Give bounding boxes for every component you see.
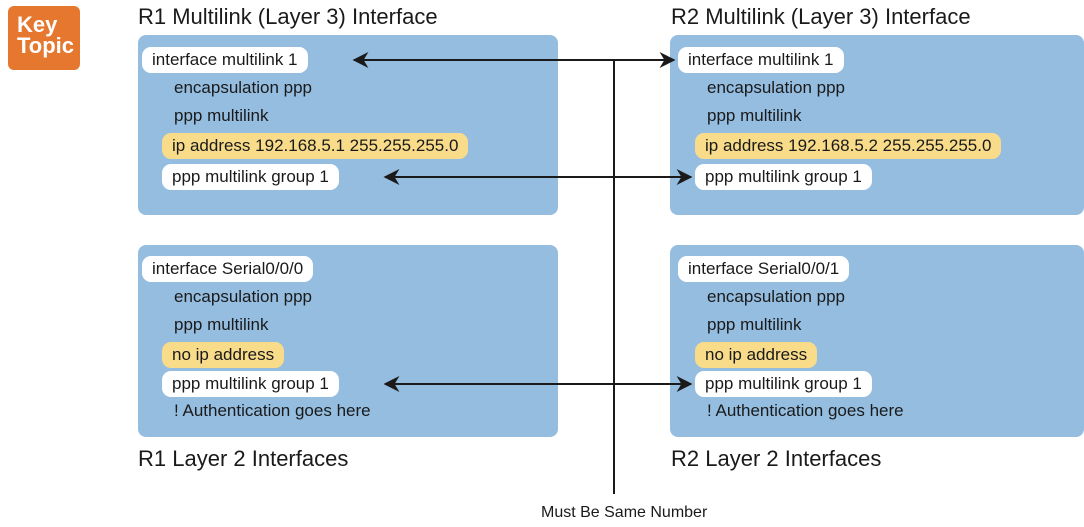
r2-multilink-title: R2 Multilink (Layer 3) Interface xyxy=(671,4,971,29)
badge-line-1: Key xyxy=(17,12,58,37)
r2-ser-encap: encapsulation ppp xyxy=(707,287,846,306)
r1-ser-group: ppp multilink group 1 xyxy=(162,371,339,397)
r2-ml-group: ppp multilink group 1 xyxy=(695,164,872,190)
r2-serial-title: R2 Layer 2 Interfaces xyxy=(671,446,882,471)
r1-ml-interface: interface multilink 1 xyxy=(142,47,308,73)
r1-serial-title: R1 Layer 2 Interfaces xyxy=(138,446,349,471)
r1-ser-interface: interface Serial0/0/0 xyxy=(142,256,314,282)
r1-ml-encap: encapsulation ppp xyxy=(174,78,313,97)
r1-ml-ip: ip address 192.168.5.1 255.255.255.0 xyxy=(162,133,469,159)
r1-ml-ppp: ppp multilink xyxy=(174,106,269,125)
r2-ser-ppp: ppp multilink xyxy=(707,315,802,334)
r1-ser-ppp: ppp multilink xyxy=(174,315,269,334)
r1-ser-no-ip: no ip address xyxy=(162,342,285,368)
r2-ml-interface: interface multilink 1 xyxy=(678,47,844,73)
r2-ser-group: ppp multilink group 1 xyxy=(695,371,872,397)
r2-ser-no-ip: no ip address xyxy=(695,342,818,368)
r2-ser-interface: interface Serial0/0/1 xyxy=(678,256,850,282)
r2-ser-auth: ! Authentication goes here xyxy=(707,401,904,420)
r1-multilink-title: R1 Multilink (Layer 3) Interface xyxy=(138,4,438,29)
r2-ml-ip: ip address 192.168.5.2 255.255.255.0 xyxy=(695,133,1002,159)
badge-line-2: Topic xyxy=(17,33,75,58)
r2-ml-encap: encapsulation ppp xyxy=(707,78,846,97)
same-number-caption: Must Be Same Number xyxy=(541,504,708,521)
r2-ml-ppp: ppp multilink xyxy=(707,106,802,125)
r1-ml-group: ppp multilink group 1 xyxy=(162,164,339,190)
r1-ser-encap: encapsulation ppp xyxy=(174,287,313,306)
r1-ser-auth: ! Authentication goes here xyxy=(174,401,371,420)
key-topic-badge: Key Topic xyxy=(8,6,80,70)
